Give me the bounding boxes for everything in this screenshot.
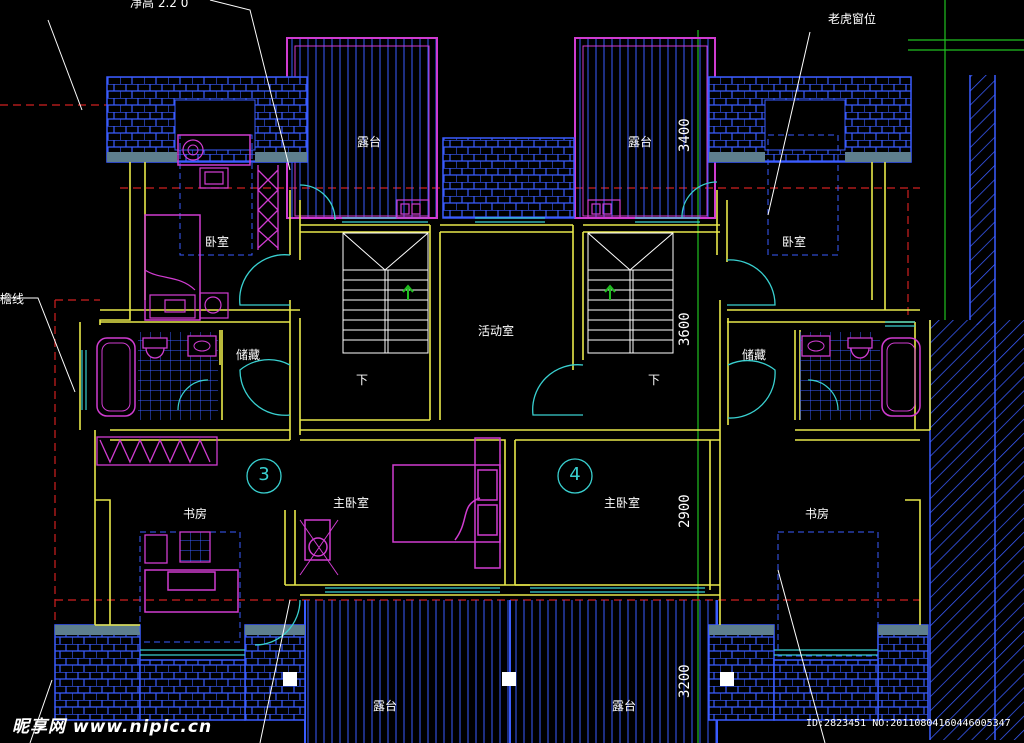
label-study-left: 书房 xyxy=(183,507,208,521)
dimension-3600: 3600 xyxy=(677,312,693,346)
markers xyxy=(283,672,734,686)
study-desk-left xyxy=(139,531,241,643)
balcony-top-right xyxy=(574,37,716,219)
roof-tiles xyxy=(54,76,929,721)
label-activity-room: 活动室 xyxy=(478,324,515,338)
label-storage-right: 储藏 xyxy=(742,348,767,362)
label-top-left-note: 净高 2.2 0 xyxy=(130,0,189,10)
furniture-bedroom-right xyxy=(767,134,839,256)
label-balcony-bottom-right: 露台 xyxy=(612,699,637,713)
label-balcony-bottom-left: 露台 xyxy=(373,699,398,713)
furniture-bedroom-left xyxy=(144,134,279,321)
door-swings xyxy=(239,181,776,646)
dimension-2900: 2900 xyxy=(677,494,693,528)
label-bedroom-left: 卧室 xyxy=(205,235,230,249)
study-desk-right xyxy=(777,531,879,657)
label-bedroom-right: 卧室 xyxy=(782,235,807,249)
bathroom-right xyxy=(800,332,921,420)
label-left-edge-note: 檐线 xyxy=(0,292,25,306)
unit-number-right: 4 xyxy=(569,464,581,485)
label-master-right: 主卧室 xyxy=(604,496,641,510)
master-bed-left xyxy=(299,437,501,576)
ac-units xyxy=(396,199,621,219)
leader-lines xyxy=(0,0,826,743)
dimension-3200: 3200 xyxy=(677,664,693,698)
label-master-left: 主卧室 xyxy=(333,496,370,510)
windows xyxy=(81,217,915,656)
label-stair-down-left: 下 xyxy=(356,373,369,387)
dimension-3400: 3400 xyxy=(677,118,693,152)
stair-right xyxy=(587,232,674,354)
watermark-brand: 昵享网 www.nipic.cn xyxy=(12,717,213,737)
balcony-top-left xyxy=(286,37,438,219)
bathroom-left xyxy=(96,332,218,420)
right-hatch-wall xyxy=(929,75,1024,740)
stair-left xyxy=(342,232,429,354)
label-study-right: 书房 xyxy=(805,507,830,521)
label-dormer-note: 老虎窗位 xyxy=(828,12,877,26)
watermark-id: ID:2823451 NO:20110804160446005347 xyxy=(806,718,1011,729)
label-stair-down-right: 下 xyxy=(648,373,661,387)
label-balcony-top-left: 露台 xyxy=(357,135,382,149)
unit-circles xyxy=(246,458,593,494)
unit-number-left: 3 xyxy=(258,464,270,485)
balcony-bottom-left xyxy=(304,600,511,743)
label-balcony-top-right: 露台 xyxy=(628,135,653,149)
wardrobe-left xyxy=(96,436,218,466)
balcony-bottom-right xyxy=(512,600,718,743)
label-storage-left: 储藏 xyxy=(236,348,261,362)
